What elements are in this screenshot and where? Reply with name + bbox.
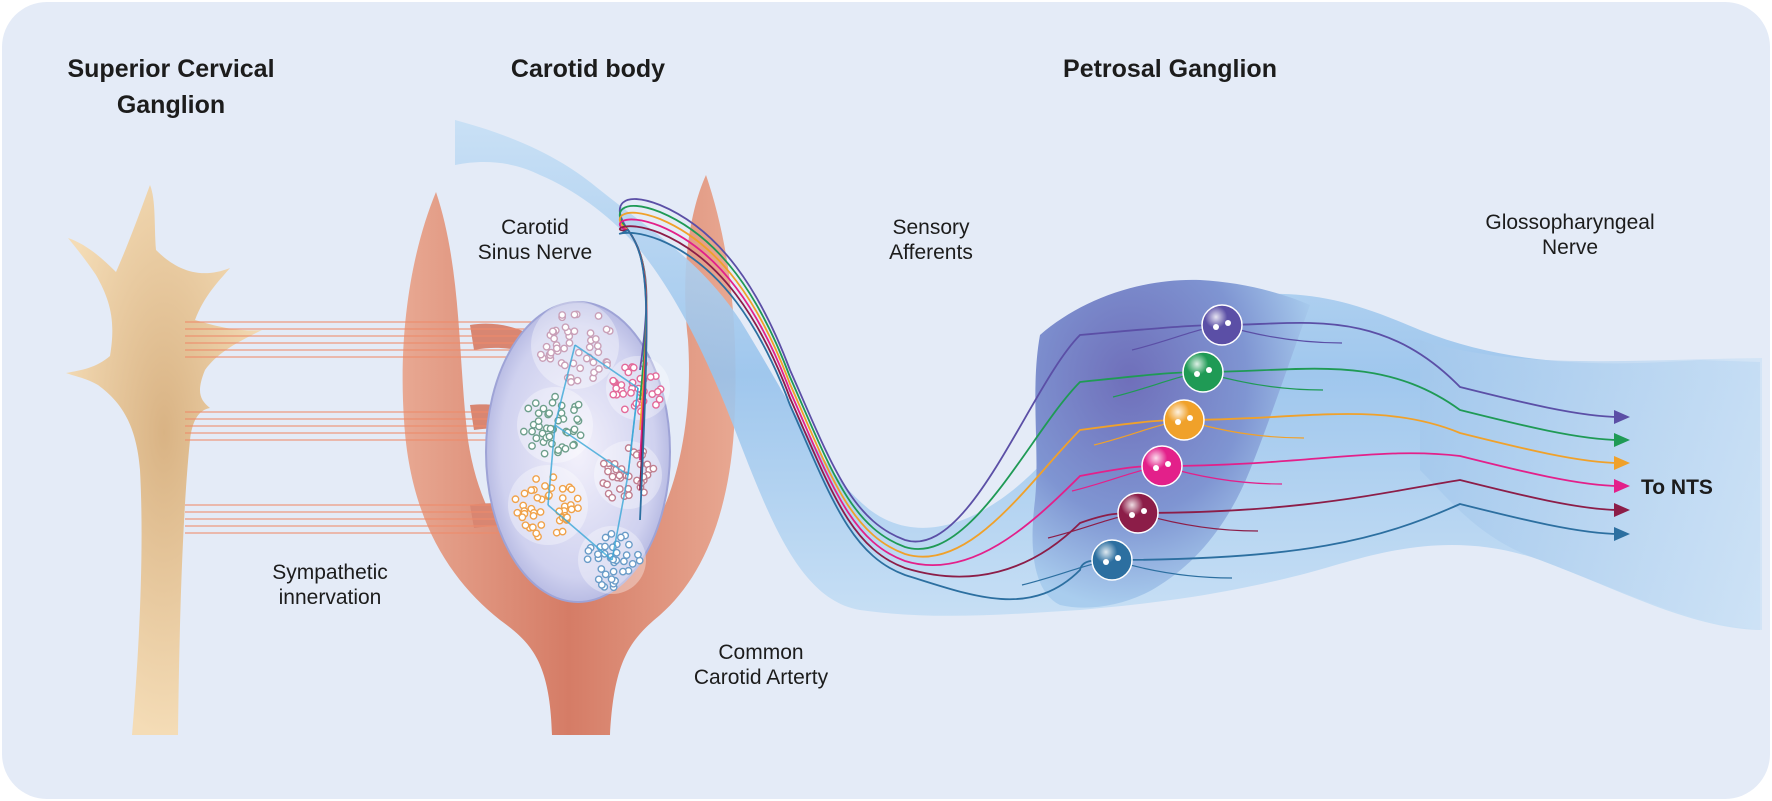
afferent-fiber xyxy=(618,204,1621,550)
label-glossopharyngeal-nerve: Glossopharyngeal Nerve xyxy=(1485,211,1655,260)
output-arrows xyxy=(1614,410,1630,541)
heading-petrosal-ganglion: Petrosal Ganglion xyxy=(1063,55,1277,83)
label-common-carotid-artery: Common Carotid Arterty xyxy=(693,641,829,690)
sympathetic-fibers xyxy=(185,321,548,534)
nerve-trunk xyxy=(455,120,1762,630)
arrowhead xyxy=(1614,527,1630,541)
afferent-fiber xyxy=(618,211,1621,558)
afferent-fiber xyxy=(618,228,1621,601)
label-carotid-sinus-nerve: Carotid Sinus Nerve xyxy=(477,216,593,265)
arrowhead xyxy=(1614,456,1630,470)
arrowhead xyxy=(1614,479,1630,493)
glomus-cell-clusters xyxy=(508,301,670,594)
cluster-connector xyxy=(611,474,629,561)
cluster-connector xyxy=(554,424,629,476)
arrowhead xyxy=(1614,503,1630,517)
petrosal-neuron xyxy=(1091,539,1133,581)
label-to-nts: To NTS xyxy=(1641,476,1713,499)
heading-carotid-body: Carotid body xyxy=(510,55,666,83)
cluster-connector xyxy=(547,424,556,506)
afferent-fiber xyxy=(618,225,1621,578)
cluster-connector xyxy=(547,504,613,561)
cluster-connector xyxy=(554,344,576,426)
petrosal-neuron xyxy=(1201,304,1243,346)
heading-superior-cervical-ganglion: Superior Cervical Ganglion xyxy=(67,55,275,119)
petrosal-neuron xyxy=(1182,351,1224,393)
petrosal-neuron xyxy=(1141,445,1183,487)
arrowhead xyxy=(1614,410,1630,424)
label-sympathetic-innervation: Sympathetic innervation xyxy=(272,561,388,610)
cluster-connector xyxy=(627,387,639,476)
petrosal-neurons xyxy=(1091,304,1243,581)
afferent-fiber xyxy=(618,198,1621,543)
petrosal-neuron xyxy=(1117,492,1159,534)
cluster-connector xyxy=(574,344,639,389)
label-sensory-afferents: Sensory Afferents xyxy=(889,216,973,265)
scg-neuron xyxy=(66,185,262,735)
afferent-fiber xyxy=(618,218,1621,567)
sensory-afferent-fibers xyxy=(618,198,1621,601)
petrosal-neuron xyxy=(1163,399,1205,441)
arrowhead xyxy=(1614,433,1630,447)
